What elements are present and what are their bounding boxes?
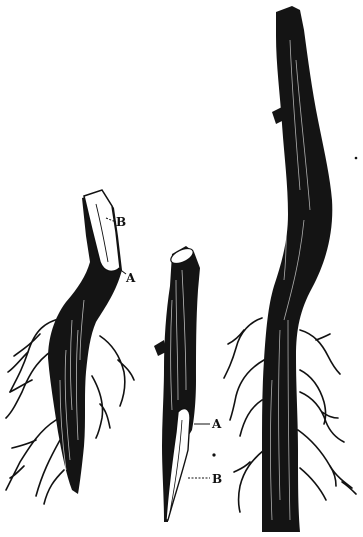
label-middle-a: A	[211, 417, 222, 431]
right-root	[224, 6, 356, 532]
label-left-a: A	[125, 271, 136, 285]
middle-root-cutting	[154, 245, 200, 522]
dot-mark	[212, 453, 215, 456]
middle-root-body	[162, 246, 200, 522]
label-left-b: B	[116, 215, 126, 229]
label-middle-b: B	[212, 472, 222, 486]
stray-mark	[355, 157, 358, 160]
left-root-cutting	[6, 190, 134, 504]
middle-labels: A B	[188, 417, 222, 486]
